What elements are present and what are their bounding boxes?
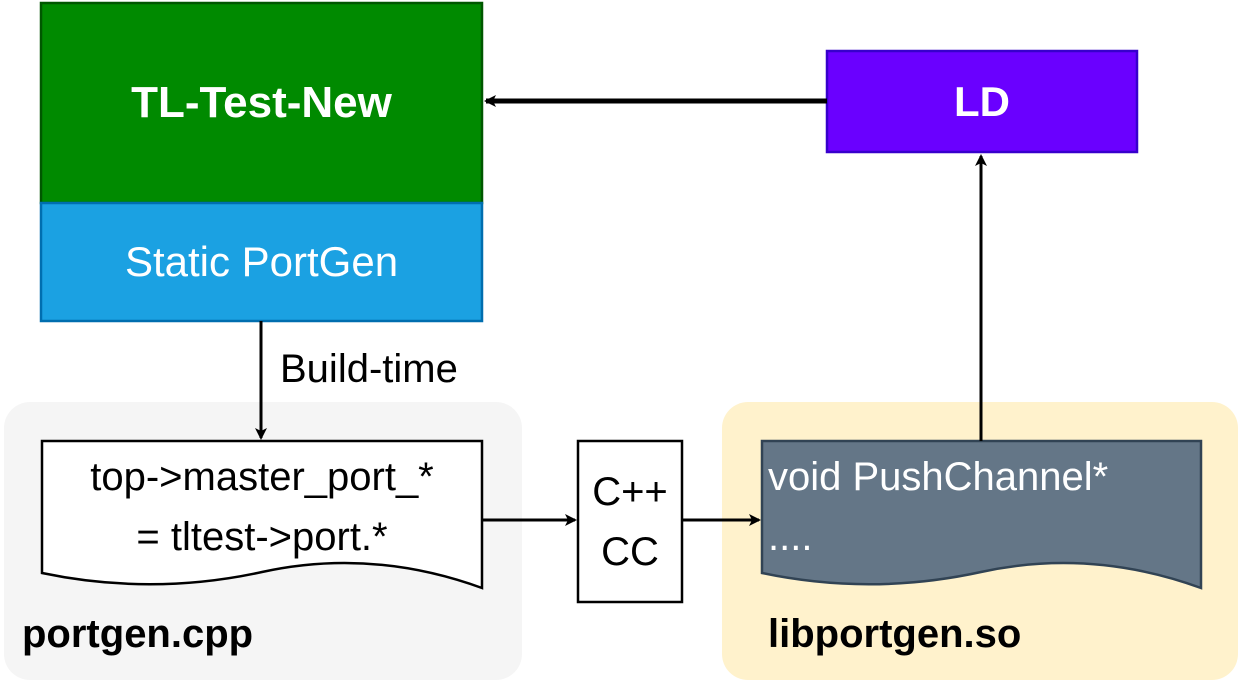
tl-test-new-label: TL-Test-New [131,78,392,127]
portgen-doc-line1: top->master_port_* [90,454,434,499]
portgen-cpp-document[interactable] [40,439,484,590]
cpp-cc-line1: C++ [592,469,668,514]
libportgen-document[interactable] [760,439,1203,590]
libportgen-doc-line1: void PushChannel* [768,454,1109,499]
ld-label: LD [954,77,1010,125]
portgen-cpp-group-label: portgen.cpp [22,611,254,656]
static-portgen-label: Static PortGen [124,238,399,285]
tl-test-new-box[interactable] [39,1,484,205]
cpp-cc-box[interactable] [576,439,684,604]
cpp-cc-line2: CC [601,529,659,574]
portgen-doc-line2: = tltest->port.* [136,514,388,559]
libportgen-doc-line2: .... [768,514,813,559]
build-time-label: Build-time [280,346,458,391]
ld-box[interactable] [825,49,1139,154]
libportgen-so-group-label: libportgen.so [768,611,1022,656]
static-portgen-box[interactable] [39,201,484,323]
